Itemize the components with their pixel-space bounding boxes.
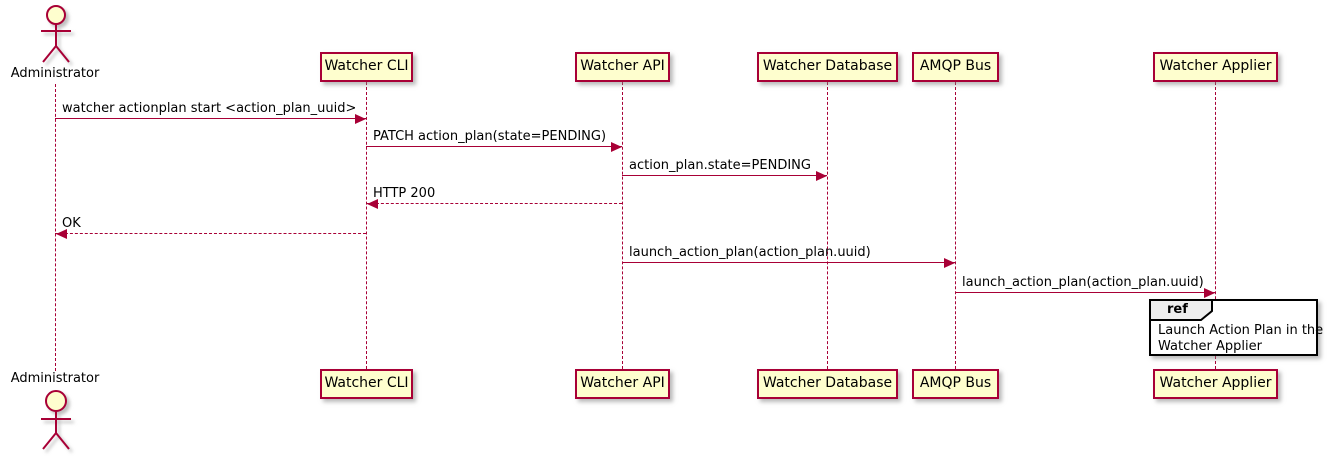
ref-body-line-2: Watcher Applier [1158, 339, 1262, 354]
message-2-line [366, 146, 622, 147]
participant-watcher-database-bottom: Watcher Database [757, 369, 898, 399]
ref-body-line-1: Launch Action Plan in the [1158, 323, 1324, 338]
participant-watcher-cli-bottom: Watcher CLI [320, 369, 413, 399]
participant-amqp-bus-top: AMQP Bus [912, 52, 999, 82]
message-7-label: launch_action_plan(action_plan.uuid) [962, 275, 1204, 290]
participant-amqp-bus-bottom: AMQP Bus [912, 369, 999, 399]
actor-administrator-label-top: Administrator [10, 66, 100, 81]
message-1-line [55, 118, 366, 119]
lifeline-watcher-database [827, 82, 828, 369]
message-4-line [366, 203, 622, 204]
message-5-label: OK [62, 216, 81, 231]
lifeline-watcher-applier [1215, 82, 1216, 369]
message-5-line [55, 233, 366, 234]
message-6-label: launch_action_plan(action_plan.uuid) [629, 245, 871, 260]
participant-watcher-api-bottom: Watcher API [575, 369, 670, 399]
participant-watcher-api-top: Watcher API [575, 52, 670, 82]
message-2-arrowhead-icon [611, 142, 622, 152]
actor-administrator-icon [41, 5, 71, 63]
actor-administrator-icon-bottom [41, 390, 71, 450]
message-3-label: action_plan.state=PENDING [629, 158, 811, 173]
lifeline-amqp-bus [955, 82, 956, 369]
message-3-line [622, 175, 827, 176]
participant-watcher-cli-top: Watcher CLI [320, 52, 413, 82]
lifeline-watcher-cli [366, 82, 367, 369]
ref-fragment: ref Launch Action Plan in the Watcher Ap… [1149, 299, 1323, 356]
message-6-arrowhead-icon [944, 258, 955, 268]
participant-watcher-database-top: Watcher Database [757, 52, 898, 82]
ref-tab-icon [1149, 299, 1213, 321]
message-1-arrowhead-icon [355, 114, 366, 124]
lifeline-administrator [55, 84, 56, 371]
ref-body-text: Launch Action Plan in the Watcher Applie… [1158, 323, 1323, 355]
message-3-arrowhead-icon [816, 171, 827, 181]
ref-keyword: ref [1167, 302, 1188, 317]
message-2-label: PATCH action_plan(state=PENDING) [373, 129, 607, 144]
actor-administrator-label-bottom: Administrator [10, 371, 100, 386]
message-4-arrowhead-icon [367, 199, 378, 209]
message-7-arrowhead-icon [1204, 288, 1215, 298]
message-1-label: watcher actionplan start <action_plan_uu… [62, 101, 357, 116]
message-7-line [955, 292, 1215, 293]
message-5-arrowhead-icon [56, 229, 67, 239]
participant-watcher-applier-bottom: Watcher Applier [1153, 369, 1278, 399]
message-4-label: HTTP 200 [373, 186, 436, 201]
participant-watcher-applier-top: Watcher Applier [1153, 52, 1278, 82]
lifeline-watcher-api [622, 82, 623, 369]
message-6-line [622, 262, 955, 263]
